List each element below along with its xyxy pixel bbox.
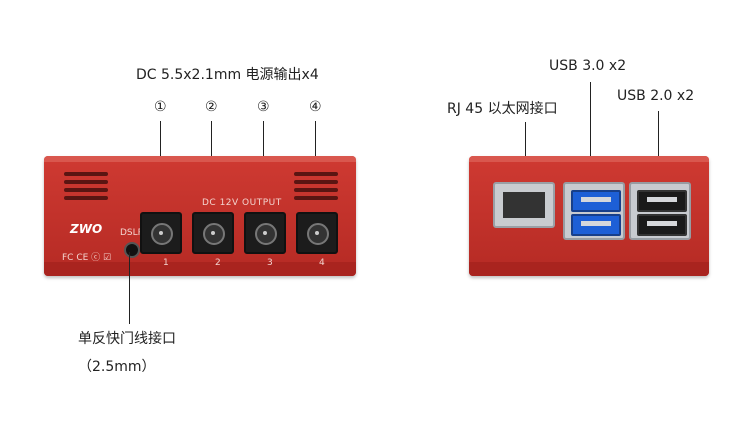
usb3-slot [571, 190, 621, 212]
case-top-edge [469, 156, 709, 162]
usb3-pointer-line [590, 82, 591, 174]
vent [294, 172, 338, 176]
dc-12v-output-text: DC 12V OUTPUT [202, 198, 282, 208]
vent [294, 196, 338, 200]
vent [294, 180, 338, 184]
usb-tongue [581, 221, 611, 226]
shutter-port-size: （2.5mm） [78, 359, 156, 375]
dslr-jack [124, 242, 140, 258]
shutter-pointer-line [129, 252, 130, 324]
power-hub-front: DC 12V OUTPUT ZWO DSLR FC CE ⓒ ☑ 1 2 3 4 [44, 156, 356, 276]
usb2-ports [629, 182, 691, 240]
dc-port-1 [140, 212, 182, 254]
vent [64, 180, 108, 184]
usb2-pointer-line [658, 111, 659, 174]
usb-tongue [647, 221, 677, 226]
port-label-3: 3 [267, 258, 273, 268]
usb-tongue [581, 197, 611, 202]
port-number-1: ① [154, 99, 167, 115]
usb3-label: USB 3.0 x2 [549, 58, 627, 74]
port-label-1: 1 [163, 258, 169, 268]
port-pin [263, 231, 267, 235]
vent [64, 188, 108, 192]
port-label-2: 2 [215, 258, 221, 268]
dc-port-4 [296, 212, 338, 254]
port-pin [211, 231, 215, 235]
port-number-4: ④ [309, 99, 322, 115]
usb-tongue [647, 197, 677, 202]
port-label-4: 4 [319, 258, 325, 268]
usb3-ports [563, 182, 625, 240]
rj45-pointer-line [525, 122, 526, 176]
rj45-socket [503, 192, 545, 218]
vent [64, 172, 108, 176]
port-number-2: ② [205, 99, 218, 115]
case-bottom-edge [44, 262, 356, 276]
port-number-3: ③ [257, 99, 270, 115]
usb2-label: USB 2.0 x2 [617, 88, 695, 104]
raspberry-pi-case-rear [469, 156, 709, 276]
vent [64, 196, 108, 200]
dc-output-label: DC 5.5x2.1mm 电源输出x4 [136, 67, 319, 83]
case-top-edge [44, 156, 356, 162]
zwo-logo: ZWO [70, 222, 103, 236]
dslr-text: DSLR [120, 228, 144, 238]
case-bottom-edge [469, 262, 709, 276]
dc-port-2 [192, 212, 234, 254]
shutter-port-label: 单反快门线接口 [78, 331, 176, 347]
cert-marks: FC CE ⓒ ☑ [62, 253, 112, 263]
port-pin [315, 231, 319, 235]
rj45-label: RJ 45 以太网接口 [447, 101, 558, 117]
usb2-slot [637, 190, 687, 212]
port-pin [159, 231, 163, 235]
rj45-port [493, 182, 555, 228]
dc-port-3 [244, 212, 286, 254]
vent [294, 188, 338, 192]
usb2-slot [637, 214, 687, 236]
usb3-slot [571, 214, 621, 236]
